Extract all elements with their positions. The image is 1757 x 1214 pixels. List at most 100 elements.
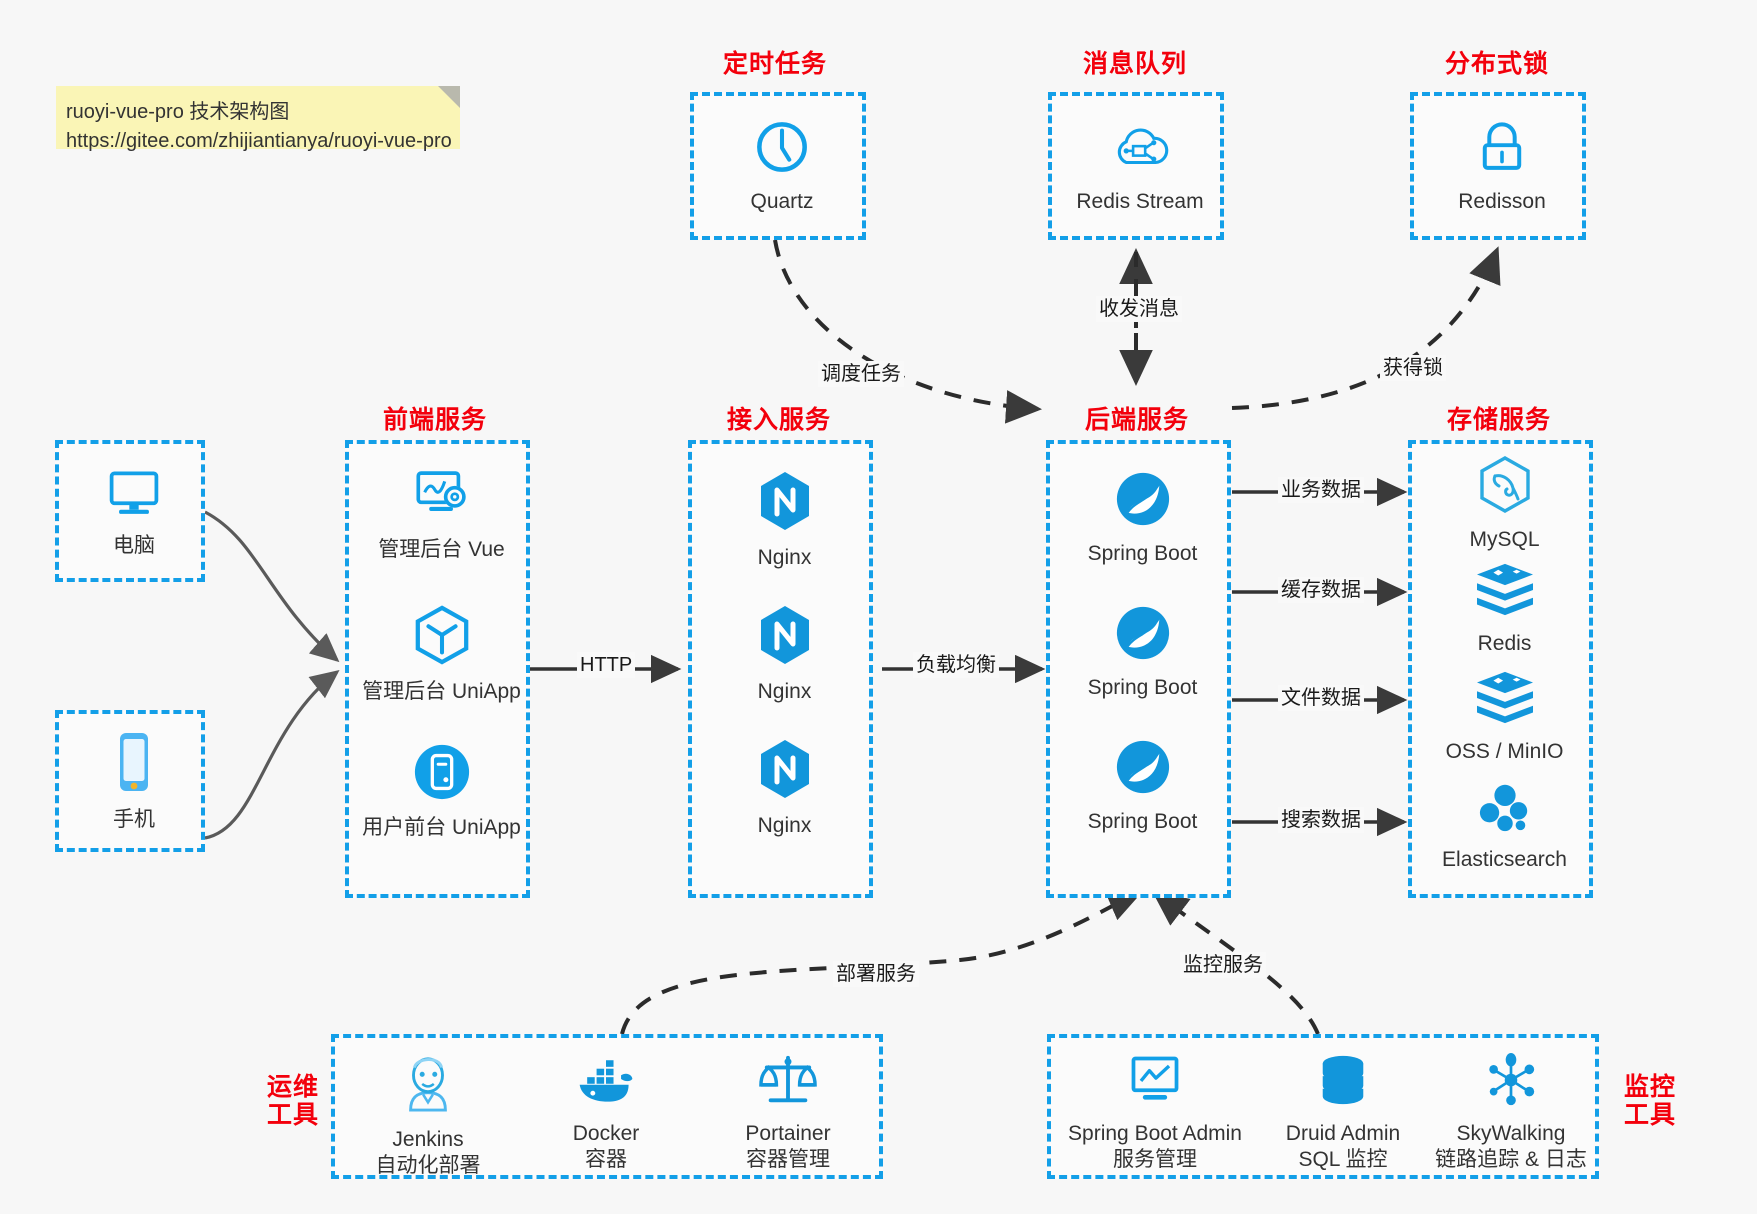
group-distributed-lock: Redisson <box>1410 92 1586 240</box>
caption-monitor-line-2: 工具 <box>1623 1101 1676 1129</box>
edge-desktop-to-frontend <box>204 510 340 663</box>
node-label: Spring Boot <box>1087 810 1198 833</box>
caption-frontend-service: 前端服务 <box>382 406 487 434</box>
node-druid-admin[interactable]: Druid Admin SQL 监控 <box>1263 1052 1423 1174</box>
node-label: Quartz <box>750 190 814 213</box>
node-name: Portainer <box>745 1122 831 1145</box>
node-label: Redis <box>1477 632 1532 655</box>
edge-label-load-balance: 负载均衡 <box>913 652 999 678</box>
app-round-icon <box>412 742 472 807</box>
node-docker[interactable]: Docker 容器 <box>521 1052 691 1174</box>
node-admin-uniapp[interactable]: 管理后台 UniApp <box>349 604 534 705</box>
group-client-mobile: 手机 <box>55 710 205 852</box>
node-nginx-2[interactable]: Nginx <box>692 604 877 705</box>
edge-label-file-data: 文件数据 <box>1278 685 1364 711</box>
caption-monitor-tools: 监控 工具 <box>1612 1073 1688 1129</box>
edge-label-search-data: 搜索数据 <box>1278 807 1364 833</box>
lock-icon <box>1474 118 1530 181</box>
node-label: Spring Boot <box>1087 542 1198 565</box>
node-user-uniapp[interactable]: 用户前台 UniApp <box>349 742 534 841</box>
node-redis-stream[interactable]: Redis Stream <box>1052 118 1228 215</box>
node-name: SkyWalking <box>1456 1122 1566 1145</box>
edge-label-acquire-lock: 获得锁 <box>1380 355 1446 381</box>
nginx-icon <box>757 470 813 537</box>
node-jenkins[interactable]: Jenkins 自动化部署 <box>343 1052 513 1180</box>
group-devops-tools: Jenkins 自动化部署 Docker 容器 <box>331 1034 883 1179</box>
node-label: Redisson <box>1458 190 1546 213</box>
node-label: Elasticsearch <box>1442 848 1567 871</box>
node-spring-boot-3[interactable]: Spring Boot <box>1050 738 1235 835</box>
node-skywalking[interactable]: SkyWalking 链路追踪 & 日志 <box>1421 1052 1601 1174</box>
database-icon <box>1315 1052 1371 1113</box>
node-label: Redis Stream <box>1076 190 1204 213</box>
node-spring-boot-admin[interactable]: Spring Boot Admin 服务管理 <box>1055 1052 1255 1174</box>
caption-devops-tools: 运维 工具 <box>255 1073 331 1129</box>
edge-label-send-receive-msg: 收发消息 <box>1096 296 1182 322</box>
node-desc: 自动化部署 <box>375 1154 481 1178</box>
node-desktop[interactable]: 电脑 <box>59 464 209 559</box>
node-label: MySQL <box>1469 528 1540 551</box>
node-name: Spring Boot Admin <box>1068 1122 1242 1145</box>
node-elasticsearch[interactable]: Elasticsearch <box>1412 778 1597 873</box>
edge-label-cache-data: 缓存数据 <box>1278 577 1364 603</box>
group-frontend-service: 管理后台 Vue 管理后台 UniApp 用户前台 UniApp <box>345 440 530 898</box>
redis-icon <box>1474 562 1536 623</box>
node-desc: 服务管理 <box>1113 1148 1197 1172</box>
node-name: Jenkins <box>392 1128 464 1151</box>
title-note: ruoyi-vue-pro 技术架构图 https://gitee.com/zh… <box>56 86 460 152</box>
group-backend-service: Spring Boot Spring Boot Spring Boot <box>1046 440 1231 898</box>
skywalking-icon <box>1482 1052 1540 1113</box>
node-label: 电脑 <box>113 534 155 557</box>
uniapp-cube-icon <box>412 604 472 671</box>
node-label: 管理后台 UniApp <box>362 680 521 703</box>
node-desc: 容器管理 <box>746 1148 830 1172</box>
node-label: Nginx <box>757 546 812 569</box>
node-label: Nginx <box>757 680 812 703</box>
edge-quartz-to-backend <box>773 239 1042 424</box>
group-access-service: Nginx Nginx Nginx <box>688 440 873 898</box>
node-spring-boot-1[interactable]: Spring Boot <box>1050 470 1235 567</box>
node-redisson[interactable]: Redisson <box>1414 118 1590 215</box>
node-redis[interactable]: Redis <box>1412 562 1597 657</box>
clock-icon <box>753 118 811 181</box>
node-desc: SQL 监控 <box>1298 1148 1388 1172</box>
caption-monitor-line-1: 监控 <box>1623 1073 1676 1101</box>
edge-label-schedule-task: 调度任务 <box>818 361 904 387</box>
node-portainer[interactable]: Portainer 容器管理 <box>699 1052 877 1174</box>
node-mysql[interactable]: MySQL <box>1412 456 1597 553</box>
mysql-icon <box>1477 456 1533 519</box>
node-nginx-1[interactable]: Nginx <box>692 470 877 571</box>
jenkins-icon <box>399 1052 457 1119</box>
nginx-icon <box>757 604 813 671</box>
oss-icon <box>1474 670 1536 731</box>
spring-boot-icon <box>1114 470 1172 533</box>
monitor-chart-icon <box>1126 1052 1184 1113</box>
group-message-queue: Redis Stream <box>1048 92 1224 240</box>
edge-label-monitor-service: 监控服务 <box>1180 952 1266 978</box>
caption-message-queue: 消息队列 <box>1082 50 1187 78</box>
node-nginx-3[interactable]: Nginx <box>692 738 877 839</box>
caption-storage-service: 存储服务 <box>1446 406 1551 434</box>
caption-distributed-lock: 分布式锁 <box>1444 50 1549 78</box>
node-spring-boot-2[interactable]: Spring Boot <box>1050 604 1235 701</box>
node-label: 用户前台 UniApp <box>362 816 521 839</box>
caption-backend-service: 后端服务 <box>1084 406 1189 434</box>
note-fold-corner <box>438 86 460 108</box>
node-name: Docker <box>572 1122 640 1145</box>
node-oss-minio[interactable]: OSS / MinIO <box>1412 670 1597 765</box>
node-quartz[interactable]: Quartz <box>694 118 870 215</box>
node-admin-vue[interactable]: 管理后台 Vue <box>349 466 534 563</box>
cloud-stream-icon <box>1109 118 1171 181</box>
node-name: Druid Admin <box>1285 1122 1401 1145</box>
spring-boot-icon <box>1114 604 1172 667</box>
edge-backend-to-lock <box>1231 246 1501 410</box>
group-storage-service: MySQL Redis OS <box>1408 440 1593 898</box>
node-mobile[interactable]: 手机 <box>59 730 209 833</box>
caption-scheduled-task: 定时任务 <box>722 50 827 78</box>
dashboard-gear-icon <box>411 466 473 529</box>
mobile-icon <box>111 730 157 799</box>
elasticsearch-icon <box>1476 778 1534 839</box>
node-desc: 容器 <box>585 1148 627 1172</box>
note-line-2: https://gitee.com/zhijiantianya/ruoyi-vu… <box>66 130 452 152</box>
